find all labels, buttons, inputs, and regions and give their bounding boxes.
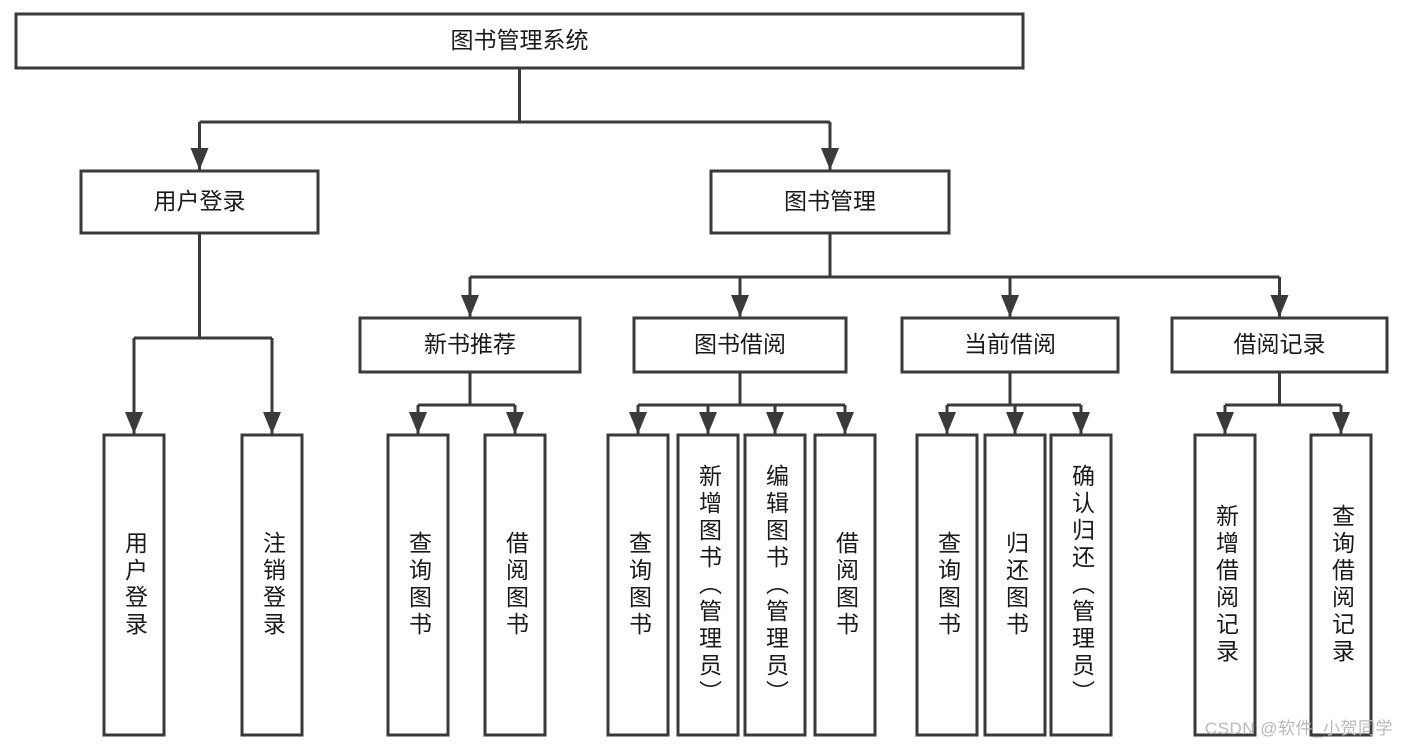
node-box-user-login[interactable]	[79, 169, 320, 235]
node-label-book-borrow: 图书借阅	[694, 331, 786, 357]
node-box-leaf-query-borrow-record[interactable]	[1309, 433, 1373, 737]
arrow-head-icon	[766, 412, 784, 434]
arrow-head-icon	[1006, 412, 1024, 434]
node-label-root: 图书管理系统	[451, 27, 589, 53]
arrow-head-icon	[938, 412, 956, 434]
arrow-head-icon	[1072, 412, 1090, 434]
arrow-head-icon	[506, 412, 524, 434]
node-box-book-manage[interactable]	[709, 169, 951, 235]
node-box-leaf-query-book-rec[interactable]	[386, 433, 450, 737]
node-box-leaf-add-borrow-record[interactable]	[1193, 433, 1257, 737]
node-box-book-borrow[interactable]	[632, 316, 848, 374]
node-label-user-login: 用户登录	[154, 188, 246, 214]
node-box-new-book-recommend[interactable]	[358, 316, 582, 374]
node-box-leaf-confirm-return-admin[interactable]	[1049, 433, 1113, 737]
node-box-leaf-borrow-book-rec[interactable]	[483, 433, 547, 737]
node-box-leaf-user-logout[interactable]	[240, 433, 304, 737]
arrow-head-icon	[1270, 295, 1289, 317]
arrow-head-icon	[1332, 412, 1350, 434]
node-box-borrow-record[interactable]	[1170, 316, 1389, 374]
node-box-leaf-borrow-book[interactable]	[813, 433, 877, 737]
arrow-head-icon	[1216, 412, 1234, 434]
arrow-head-icon	[125, 412, 143, 434]
node-label-book-manage: 图书管理	[784, 188, 876, 214]
node-box-leaf-edit-book-admin[interactable]	[743, 433, 807, 737]
node-box-root[interactable]	[14, 12, 1025, 70]
node-label-current-borrow: 当前借阅	[964, 331, 1056, 357]
arrow-head-icon	[629, 412, 647, 434]
node-box-current-borrow[interactable]	[900, 316, 1120, 374]
arrow-head-icon	[821, 148, 839, 170]
node-box-leaf-add-book-admin[interactable]	[676, 433, 740, 737]
node-label-borrow-record: 借阅记录	[1234, 331, 1326, 357]
arrow-head-icon	[1001, 295, 1019, 317]
box-layer	[14, 12, 1389, 737]
arrow-head-icon	[731, 295, 749, 317]
arrow-head-icon	[836, 412, 854, 434]
node-box-leaf-user-login[interactable]	[102, 433, 166, 737]
arrow-head-icon	[461, 295, 479, 317]
arrow-head-icon	[699, 412, 717, 434]
arrow-head-icon	[409, 412, 427, 434]
connector-layer	[125, 68, 1350, 434]
arrow-head-icon	[263, 412, 281, 434]
node-label-new-book-recommend: 新书推荐	[424, 331, 516, 357]
node-box-leaf-return-book[interactable]	[983, 433, 1047, 737]
arrow-head-icon	[190, 148, 209, 170]
node-box-leaf-query-book-current[interactable]	[915, 433, 979, 737]
node-box-leaf-query-book-borrow[interactable]	[606, 433, 670, 737]
